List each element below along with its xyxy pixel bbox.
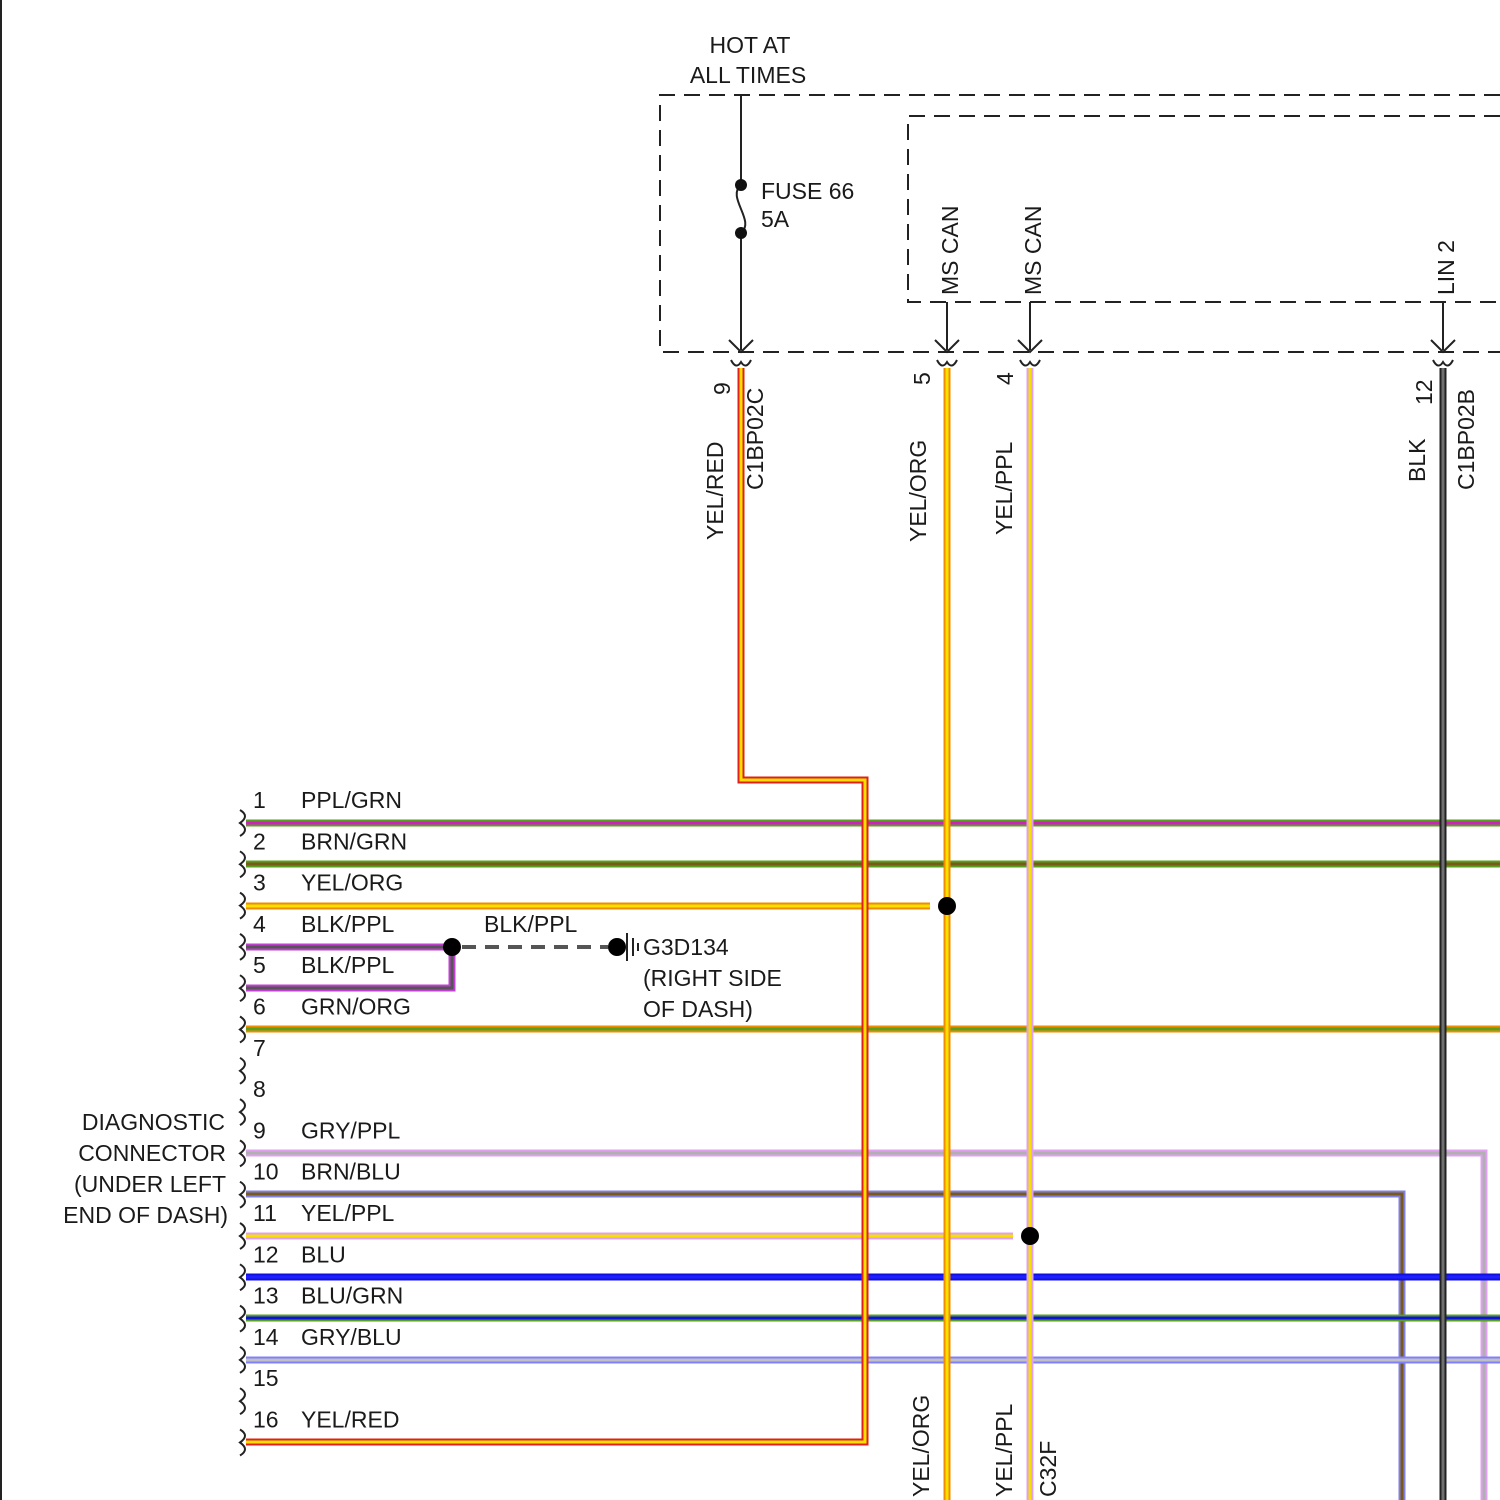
diag-pin-terminal bbox=[240, 851, 245, 877]
diag-pin-number: 1 bbox=[253, 787, 266, 813]
diag-pin-terminal bbox=[240, 893, 245, 919]
ground-location-2: OF DASH) bbox=[643, 996, 753, 1022]
ground-g3d134 bbox=[462, 933, 638, 961]
module-pin-5: 5 bbox=[909, 372, 935, 385]
ms-can-label-a: MS CAN bbox=[937, 206, 963, 295]
diag-pin-wire-color: BLK/PPL bbox=[301, 911, 395, 937]
diag-title-3: (UNDER LEFT bbox=[74, 1171, 226, 1197]
diag-pin-wire-color: YEL/ORG bbox=[301, 870, 403, 896]
splice-yel-org bbox=[938, 897, 956, 915]
diag-pin-number: 13 bbox=[253, 1283, 279, 1309]
fuse-66 bbox=[735, 95, 747, 350]
diag-pin-terminal bbox=[240, 1058, 245, 1084]
diag-pin-terminal bbox=[240, 1182, 245, 1208]
diag-pin-terminal bbox=[240, 975, 245, 1001]
diag-pin-terminal bbox=[240, 1140, 245, 1166]
diag-pin-terminal bbox=[240, 1430, 245, 1456]
diag-pin-wire-color: BLK/PPL bbox=[301, 952, 395, 978]
diag-pin-number: 16 bbox=[253, 1407, 279, 1433]
diag-pin-number: 11 bbox=[253, 1200, 277, 1226]
diag-pin-terminal bbox=[240, 1099, 245, 1125]
diag-title-2: CONNECTOR bbox=[78, 1140, 226, 1166]
hot-at-line1: HOT AT bbox=[710, 32, 791, 58]
diag-pin-number: 5 bbox=[253, 952, 266, 978]
diag-pin-terminal bbox=[240, 1306, 245, 1332]
wire-brn-blu bbox=[246, 1194, 1402, 1500]
module-wire-yel-red: YEL/RED bbox=[702, 442, 728, 540]
diag-pin-wire-color: YEL/PPL bbox=[301, 1200, 395, 1226]
ms-can-label-b: MS CAN bbox=[1020, 206, 1046, 295]
diag-pin-terminal bbox=[240, 810, 245, 836]
lin-2-label: LIN 2 bbox=[1433, 240, 1459, 295]
diag-pin-wire-color: BLU bbox=[301, 1241, 346, 1267]
diag-pin-terminal bbox=[240, 1017, 245, 1043]
module-wire-yel-ppl: YEL/PPL bbox=[991, 441, 1017, 535]
diag-pin-wire-color: PPL/GRN bbox=[301, 787, 402, 813]
module-pin-9: 9 bbox=[709, 382, 735, 395]
splice-blk-ppl bbox=[443, 938, 461, 956]
diag-pin-wire-color: YEL/RED bbox=[301, 1407, 399, 1433]
diag-title-4: END OF DASH) bbox=[63, 1202, 228, 1228]
bottom-wire-yel-org: YEL/ORG bbox=[908, 1395, 934, 1497]
module-pin-12: 12 bbox=[1411, 379, 1437, 405]
module-wire-yel-org: YEL/ORG bbox=[905, 440, 931, 542]
module-pin-4: 4 bbox=[992, 372, 1018, 385]
diag-pin-terminal bbox=[240, 934, 245, 960]
ground-wire-label: BLK/PPL bbox=[484, 911, 578, 937]
ground-location-1: (RIGHT SIDE bbox=[643, 965, 782, 991]
diag-pin-wire-color: GRY/BLU bbox=[301, 1324, 402, 1350]
diag-pin-terminal bbox=[240, 1388, 245, 1414]
module-wire-blk: BLK bbox=[1404, 438, 1430, 482]
bottom-connector-c32f: C32F bbox=[1035, 1441, 1061, 1497]
diag-pin-number: 3 bbox=[253, 870, 266, 896]
diag-pin-number: 15 bbox=[253, 1365, 279, 1391]
diag-pin-wire-color: BLU/GRN bbox=[301, 1283, 403, 1309]
diag-pin-number: 4 bbox=[253, 911, 266, 937]
hot-at-line2: ALL TIMES bbox=[690, 62, 806, 88]
module-connector-c1bp02b: C1BP02B bbox=[1453, 389, 1479, 490]
diag-pin-wire-color: BRN/GRN bbox=[301, 828, 407, 854]
diag-pin-number: 2 bbox=[253, 828, 266, 854]
diag-pin-terminal bbox=[240, 1347, 245, 1373]
splice-yel-ppl bbox=[1021, 1227, 1039, 1245]
fuse-label: FUSE 66 bbox=[761, 178, 854, 204]
diag-pin-terminal bbox=[240, 1264, 245, 1290]
diag-pin-number: 6 bbox=[253, 994, 266, 1020]
diag-pin-number: 8 bbox=[253, 1076, 266, 1102]
diag-title-1: DIAGNOSTIC bbox=[82, 1109, 225, 1135]
diag-pin-terminal bbox=[240, 1223, 245, 1249]
diag-pin-wire-color: BRN/BLU bbox=[301, 1159, 401, 1185]
diag-pin-number: 7 bbox=[253, 1035, 266, 1061]
module-connector-c1bp02c: C1BP02C bbox=[742, 388, 768, 490]
diag-pin-number: 10 bbox=[253, 1159, 279, 1185]
diag-pin-number: 14 bbox=[253, 1324, 279, 1350]
diag-pin-number: 12 bbox=[253, 1241, 279, 1267]
fuse-rating: 5A bbox=[761, 206, 790, 232]
ground-id: G3D134 bbox=[643, 934, 729, 960]
bottom-wire-yel-ppl: YEL/PPL bbox=[991, 1403, 1017, 1497]
diag-pin-wire-color: GRY/PPL bbox=[301, 1117, 400, 1143]
diag-pin-number: 9 bbox=[253, 1117, 266, 1143]
diag-pin-wire-color: GRN/ORG bbox=[301, 994, 411, 1020]
